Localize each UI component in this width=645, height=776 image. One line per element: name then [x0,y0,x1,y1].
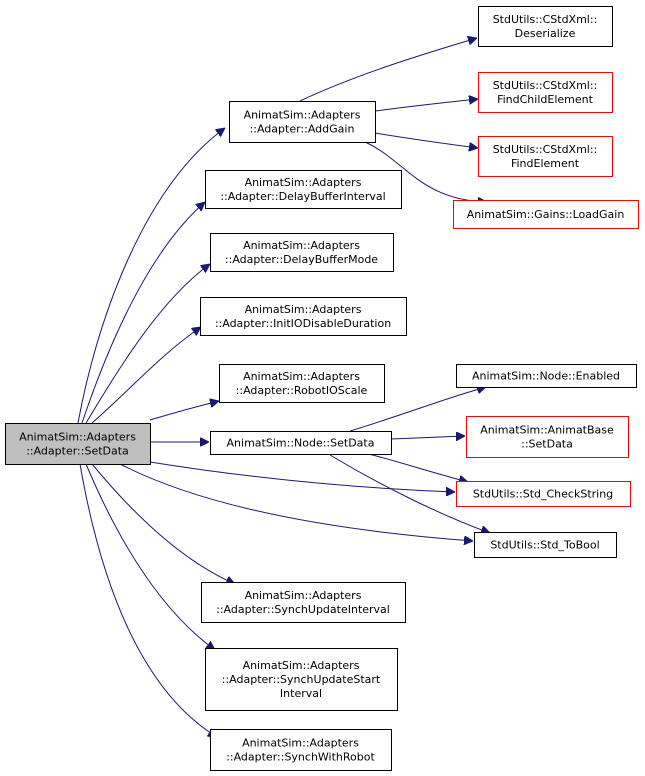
node-label-loadgain-line-0: AnimatSim::Gains::LoadGain [467,208,625,221]
node-label-synchstart-line-0: AnimatSim::Adapters [243,659,360,672]
node-box-basesetdata [466,416,629,458]
node-box-addgain [229,101,376,143]
node-enabled[interactable]: AnimatSim::Node::Enabled [456,364,637,388]
node-label-deserialize-line-1: Deserialize [515,27,576,40]
node-label-synchstart-line-1: ::Adapter::SynchUpdateStart [222,673,381,686]
node-label-synchint-line-1: ::Adapter::SynchUpdateInterval [216,603,390,616]
node-label-findelem-line-1: FindElement [511,157,580,170]
node-box-checkstring [456,481,631,507]
edge-addgain-deserialize [299,38,477,102]
node-label-basesetdata-line-1: ::SetData [521,438,573,451]
node-delaybufint[interactable]: AnimatSim::Adapters::Adapter::DelayBuffe… [205,170,402,209]
node-box-root [5,423,151,465]
node-label-checkstring-line-0: StdUtils::Std_CheckString [473,488,613,501]
edge-root-robotio [149,401,219,421]
edge-addgain-loadgain [364,141,487,202]
node-box-tobool [474,532,617,558]
edge-root-synchstart [85,463,215,650]
node-box-findelem [478,136,613,177]
edge-root-tobool [119,463,473,541]
node-box-initio [200,297,407,336]
edge-addgain-findelem [374,132,478,148]
node-label-findchild-line-0: StdUtils::CStdXml:: [493,79,598,92]
node-label-deserialize-line-0: StdUtils::CStdXml:: [493,13,598,26]
edge-nodesetdata-checkstring [364,452,468,482]
node-label-delaybufmode-line-0: AnimatSim::Adapters [243,239,360,252]
edge-addgain-findchild [374,99,478,112]
node-label-synchstart-line-2: Interval [280,687,322,700]
node-box-synchint [201,582,406,623]
node-label-root-line-1: ::Adapter::SetData [26,445,129,458]
node-initio[interactable]: AnimatSim::Adapters::Adapter::InitIODisa… [200,297,407,336]
edge-root-synchrobot [79,463,217,737]
node-box-loadgain [453,200,639,229]
node-label-delaybufmode-line-1: ::Adapter::DelayBufferMode [225,253,378,266]
node-robotio[interactable]: AnimatSim::Adapters::Adapter::RobotIOSca… [219,364,385,403]
node-synchstart[interactable]: AnimatSim::Adapters::Adapter::SynchUpdat… [205,648,398,711]
node-label-synchint-line-0: AnimatSim::Adapters [245,589,362,602]
node-checkstring[interactable]: StdUtils::Std_CheckString [456,481,631,507]
node-label-tobool-line-0: StdUtils::Std_ToBool [490,539,599,552]
node-synchint[interactable]: AnimatSim::Adapters::Adapter::SynchUpdat… [201,582,406,623]
node-label-delaybufint-line-0: AnimatSim::Adapters [245,176,362,189]
node-addgain[interactable]: AnimatSim::Adapters::Adapter::AddGain [229,101,376,143]
edges [77,38,490,737]
edge-root-initio [91,327,201,424]
node-box-delaybufmode [210,233,394,272]
node-label-synchrobot-line-1: ::Adapter::SynchWithRobot [226,751,375,764]
node-box-delaybufint [205,170,402,209]
node-label-findchild-line-1: FindChildElement [497,93,594,106]
node-label-robotio-line-1: ::Adapter::RobotIOScale [236,384,368,397]
node-label-robotio-line-0: AnimatSim::Adapters [243,370,360,383]
edge-root-synchint [91,463,235,584]
node-loadgain[interactable]: AnimatSim::Gains::LoadGain [453,200,639,229]
edge-root-delaybufint [81,202,205,424]
node-label-initio-line-0: AnimatSim::Adapters [245,303,362,316]
node-findelem[interactable]: StdUtils::CStdXml::FindElement [478,136,613,177]
node-box-nodesetdata [210,431,392,455]
node-label-synchrobot-line-0: AnimatSim::Adapters [242,737,359,750]
node-box-enabled [456,364,637,388]
node-label-delaybufint-line-1: ::Adapter::DelayBufferInterval [220,190,385,203]
node-label-addgain-line-1: ::Adapter::AddGain [250,123,355,136]
node-delaybufmode[interactable]: AnimatSim::Adapters::Adapter::DelayBuffe… [210,233,394,272]
node-label-basesetdata-line-0: AnimatSim::AnimatBase [480,424,614,437]
node-synchrobot[interactable]: AnimatSim::Adapters::Adapter::SynchWithR… [210,729,392,771]
node-label-root-line-0: AnimatSim::Adapters [19,431,136,444]
node-label-enabled-line-0: AnimatSim::Node::Enabled [472,370,620,383]
node-label-findelem-line-0: StdUtils::CStdXml:: [493,143,598,156]
node-basesetdata[interactable]: AnimatSim::AnimatBase::SetData [466,416,629,458]
node-nodesetdata[interactable]: AnimatSim::Node::SetData [210,431,392,455]
node-box-findchild [478,72,613,113]
node-root[interactable]: AnimatSim::Adapters::Adapter::SetData [5,423,151,465]
edge-nodesetdata-tobool [329,454,490,533]
edge-root-delaybufmode [85,264,210,424]
node-label-nodesetdata-line-0: AnimatSim::Node::SetData [227,437,375,450]
node-deserialize[interactable]: StdUtils::CStdXml::Deserialize [478,6,613,47]
node-label-addgain-line-0: AnimatSim::Adapters [244,109,361,122]
nodes: AnimatSim::Adapters::Adapter::SetDataAni… [5,6,639,771]
edge-root-checkstring [149,461,455,492]
edge-nodesetdata-basesetdata [390,436,465,439]
node-box-robotio [219,364,385,403]
node-label-initio-line-1: ::Adapter::InitIODisableDuration [215,317,391,330]
node-box-synchstart [205,648,398,711]
node-tobool[interactable]: StdUtils::Std_ToBool [474,532,617,558]
edge-root-addgain [77,128,225,424]
edge-nodesetdata-enabled [349,387,486,432]
node-box-deserialize [478,6,613,47]
node-box-synchrobot [210,729,392,771]
node-findchild[interactable]: StdUtils::CStdXml::FindChildElement [478,72,613,113]
